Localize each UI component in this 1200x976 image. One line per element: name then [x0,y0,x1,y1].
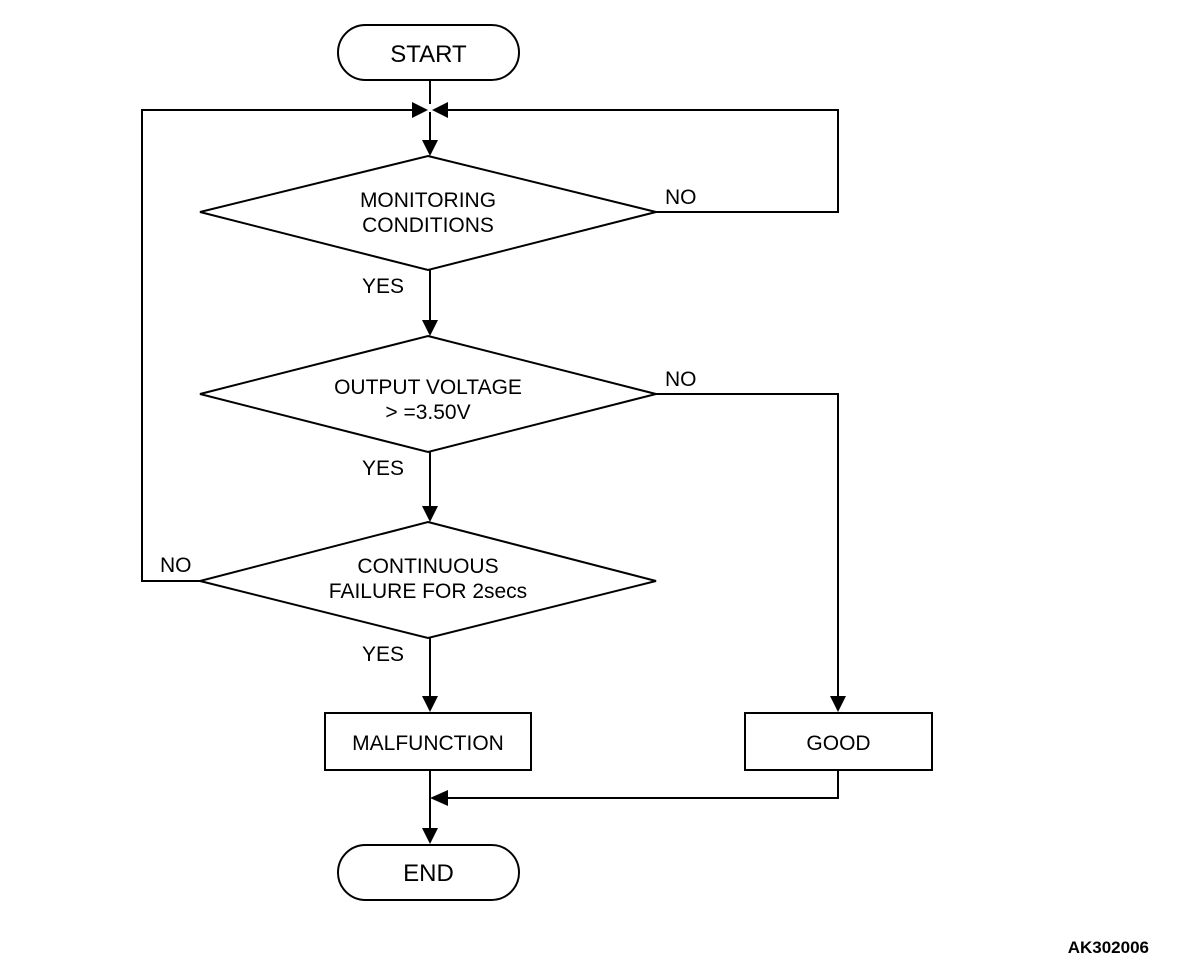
arrowhead-into-monitoring [422,140,438,156]
monitoring-yes-label: YES [362,275,404,298]
voltage-line-2: > =3.50V [385,401,470,424]
connector-monitoring-no-loop [446,109,839,213]
connector-voltage-no [656,393,839,698]
monitoring-line-1: MONITORING [360,189,496,212]
connector-good-to-end [446,770,839,799]
continuous-line-2: FAILURE FOR 2secs [329,580,527,603]
end-label: END [403,860,454,887]
arrowhead-merge [430,790,448,806]
monitoring-no-label: NO [665,186,697,209]
arrowhead-into-good [830,696,846,712]
continuous-line-1: CONTINUOUS [357,555,498,578]
good-label: GOOD [806,732,870,755]
voltage-yes-label: YES [362,457,404,480]
arrowhead-into-voltage [422,320,438,336]
arrowhead-loop-right [432,102,448,118]
monitoring-line-2: CONDITIONS [362,214,494,237]
arrowhead-into-malfunction [422,696,438,712]
arrowhead-into-end [422,828,438,844]
connector-continuous-no-loop [141,109,414,582]
output-voltage-decision [199,334,657,454]
start-terminal [337,24,520,81]
end-terminal [337,844,520,901]
voltage-line-1: OUTPUT VOLTAGE [334,376,522,399]
arrowhead-into-continuous [422,506,438,522]
malfunction-box [324,712,532,771]
voltage-no-label: NO [665,368,697,391]
monitoring-conditions-decision [199,154,657,272]
arrowhead-loop-left [412,102,428,118]
continuous-no-label: NO [160,554,192,577]
reference-code: AK302006 [1068,938,1149,957]
malfunction-label: MALFUNCTION [352,732,504,755]
continuous-failure-decision [199,520,657,640]
good-box [744,712,933,771]
continuous-yes-label: YES [362,643,404,666]
start-label: START [390,41,467,68]
